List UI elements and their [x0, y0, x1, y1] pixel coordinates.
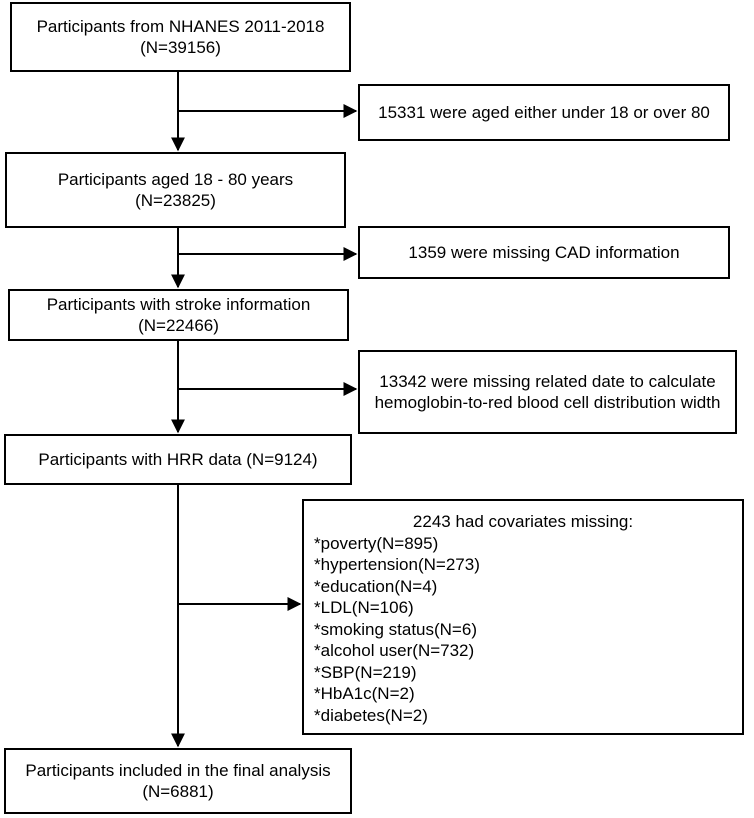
flow-box-hrr-data: Participants with HRR data (N=9124) — [4, 434, 352, 485]
covariate-item: *hypertension(N=273) — [314, 555, 480, 574]
flow-box-final-count: (N=6881) — [142, 782, 214, 801]
exclusion-box-age: 15331 were aged either under 18 or over … — [358, 84, 730, 141]
flow-box-aged-18-80: Participants aged 18 - 80 years (N=23825… — [5, 152, 346, 228]
flow-box-hrr-label: Participants with HRR data (N=9124) — [38, 450, 318, 469]
flow-box-aged-count: (N=23825) — [135, 191, 216, 210]
covariate-item: *poverty(N=895) — [314, 533, 439, 553]
exclusion-box-cad: 1359 were missing CAD information — [358, 226, 730, 279]
covariate-item: *smoking status(N=6) — [314, 619, 477, 639]
exclusion-box-hrr-line1: 13342 were missing related date to calcu… — [379, 372, 716, 391]
flow-box-stroke-info: Participants with stroke information (N=… — [8, 289, 349, 341]
flow-box-final-analysis: Participants included in the final analy… — [4, 748, 352, 814]
covariate-item: *alcohol user(N=732) — [314, 641, 475, 660]
covariate-item: *diabetes(N=2) — [314, 705, 428, 725]
flow-box-nhanes-count: (N=39156) — [140, 38, 221, 57]
exclusion-box-age-label: 15331 were aged either under 18 or over … — [378, 103, 710, 122]
flow-box-nhanes: Participants from NHANES 2011-2018 (N=39… — [10, 2, 351, 72]
covariate-item: *education(N=4) — [314, 576, 438, 596]
flow-box-aged-label: Participants aged 18 - 80 years — [57, 170, 294, 189]
covariates-header: 2243 had covariates missing: — [412, 512, 634, 531]
covariates-missing-box: 2243 had covariates missing: *poverty(N=… — [302, 499, 744, 735]
flow-box-final-label: Participants included in the final analy… — [25, 761, 331, 780]
covariate-item: *LDL(N=106) — [314, 598, 414, 617]
exclusion-box-cad-label: 1359 were missing CAD information — [408, 243, 680, 262]
covariate-item: *HbA1c(N=2) — [314, 684, 415, 703]
flow-box-nhanes-label: Participants from NHANES 2011-2018 — [36, 17, 325, 36]
flow-box-stroke-count: (N=22466) — [138, 316, 219, 335]
exclusion-box-hrr: 13342 were missing related date to calcu… — [358, 350, 737, 434]
covariate-item: *SBP(N=219) — [314, 662, 417, 682]
exclusion-box-hrr-line2: hemoglobin-to-red blood cell distributio… — [374, 393, 721, 412]
flow-box-stroke-label: Participants with stroke information — [46, 295, 311, 314]
